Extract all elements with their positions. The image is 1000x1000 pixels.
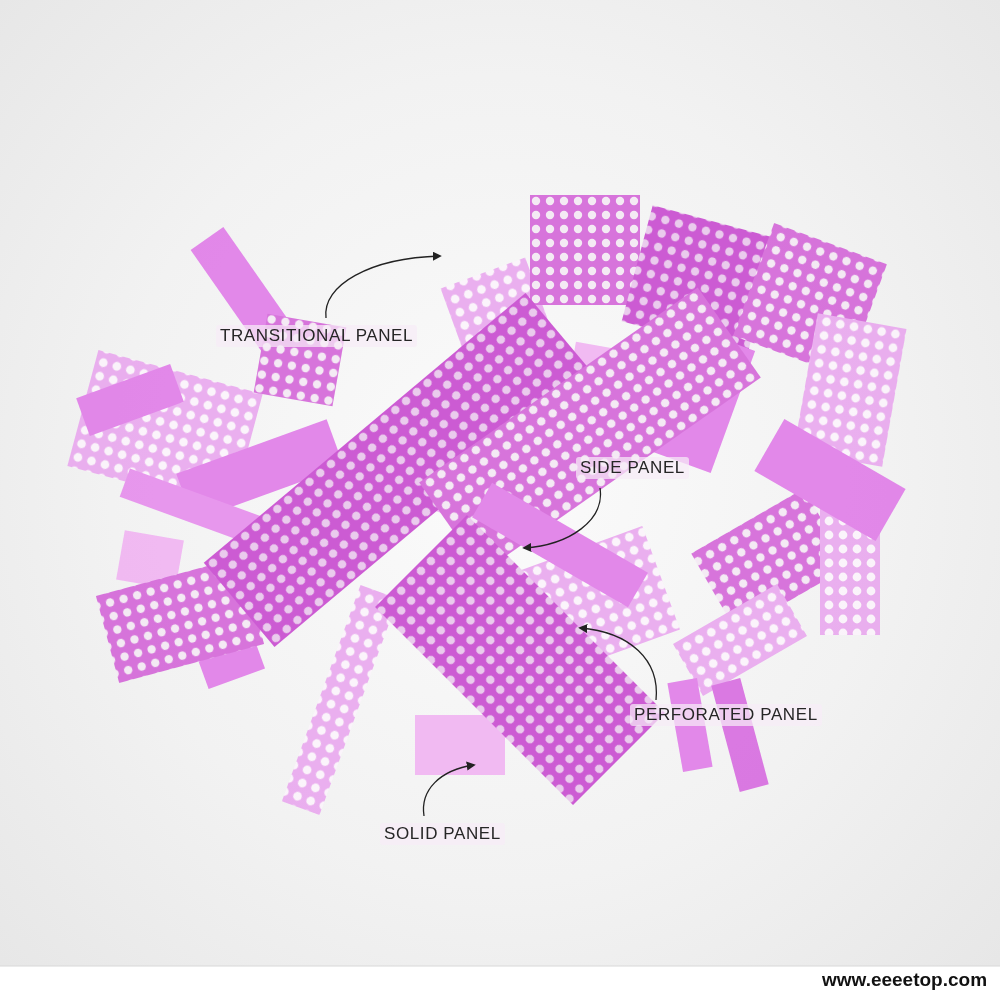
leader-line [423, 765, 474, 816]
strip-edge [0, 966, 1000, 967]
part-label: SIDE PANEL [576, 457, 689, 479]
bottom-strip [0, 966, 1000, 1000]
solid-panel [711, 678, 768, 792]
leader-line [326, 256, 440, 318]
solid-panel [754, 419, 905, 541]
leader-line [580, 628, 656, 700]
part-label: TRANSITIONAL PANEL [216, 325, 417, 347]
solid-panel [415, 715, 505, 775]
part-label: SOLID PANEL [380, 823, 505, 845]
leader-line [524, 488, 600, 548]
solid-panel [76, 364, 184, 436]
part-label: PERFORATED PANEL [630, 704, 822, 726]
perforated-panel [530, 195, 640, 305]
perforated-panel [375, 515, 665, 805]
perforated-panel [282, 585, 398, 815]
watermark: www.eeeetop.com [822, 969, 987, 991]
